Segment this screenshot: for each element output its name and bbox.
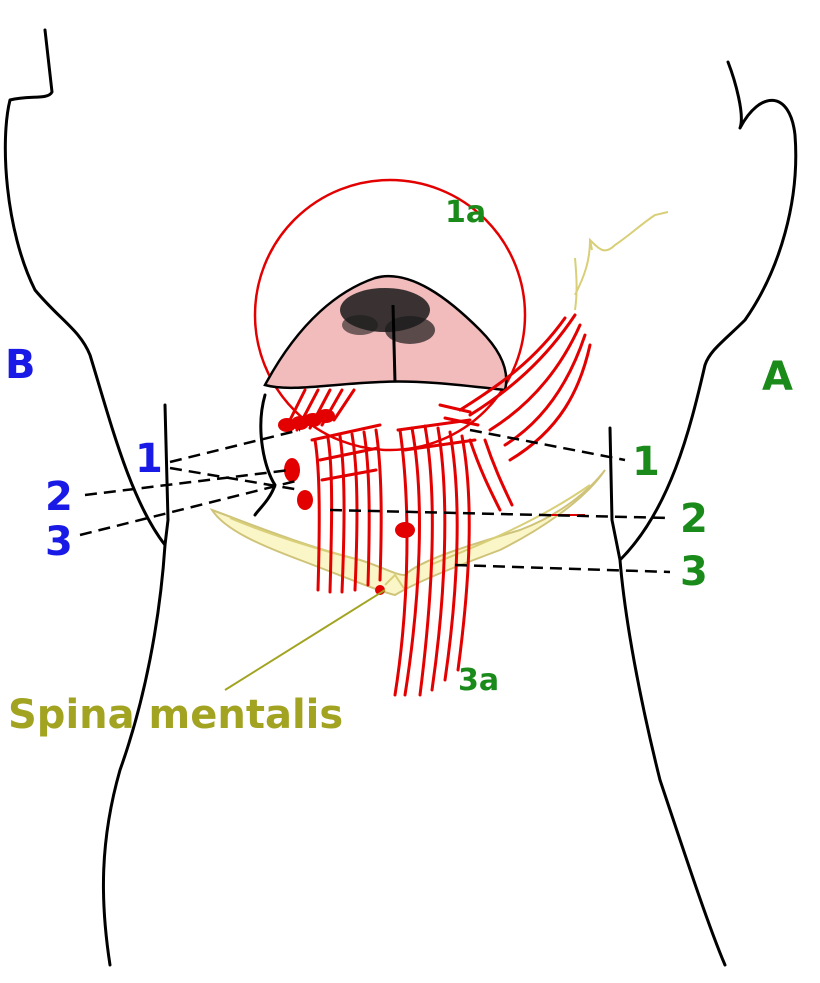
jaw-line-left (163, 403, 170, 547)
tongue-speckle (340, 288, 435, 344)
mandible-bone (209, 469, 606, 597)
label-left-1: 1 (135, 436, 163, 482)
tongue (263, 275, 508, 392)
label-spina-mentalis: Spina mentalis (8, 692, 343, 738)
muscle-styloglossus-right (438, 313, 592, 462)
muscle-hyoglossus (468, 438, 514, 512)
label-side-b: B (5, 342, 36, 388)
dash-left-1a (169, 428, 301, 464)
mandible-inner-right (429, 484, 591, 566)
label-right-2: 2 (680, 496, 708, 542)
spina-point (384, 573, 406, 591)
head-outline-right (618, 60, 798, 967)
muscle-genioglossus-left (284, 423, 415, 594)
dash-left-1b (169, 466, 301, 492)
label-left-3: 3 (45, 519, 73, 565)
tongue-midline (391, 304, 397, 383)
spina-pointer (224, 589, 386, 691)
dash-right-1 (469, 428, 626, 462)
dash-right-3 (454, 563, 671, 574)
label-right-3: 3 (680, 549, 708, 595)
jaw-line-right (608, 426, 622, 562)
lip-curve (253, 393, 277, 517)
label-3a: 3a (458, 663, 499, 698)
label-left-2: 2 (45, 474, 73, 520)
circle-1a (253, 178, 527, 452)
muscle-bundle-upper-left (278, 388, 356, 432)
dash-left-3 (79, 478, 301, 537)
label-right-1: 1 (632, 439, 660, 485)
label-side-a: A (762, 354, 793, 400)
label-1a: 1a (445, 195, 486, 230)
nerve (574, 211, 669, 311)
mandible-inner-left (229, 517, 361, 561)
head-outline-left (3, 28, 167, 967)
dash-left-2 (84, 468, 291, 497)
